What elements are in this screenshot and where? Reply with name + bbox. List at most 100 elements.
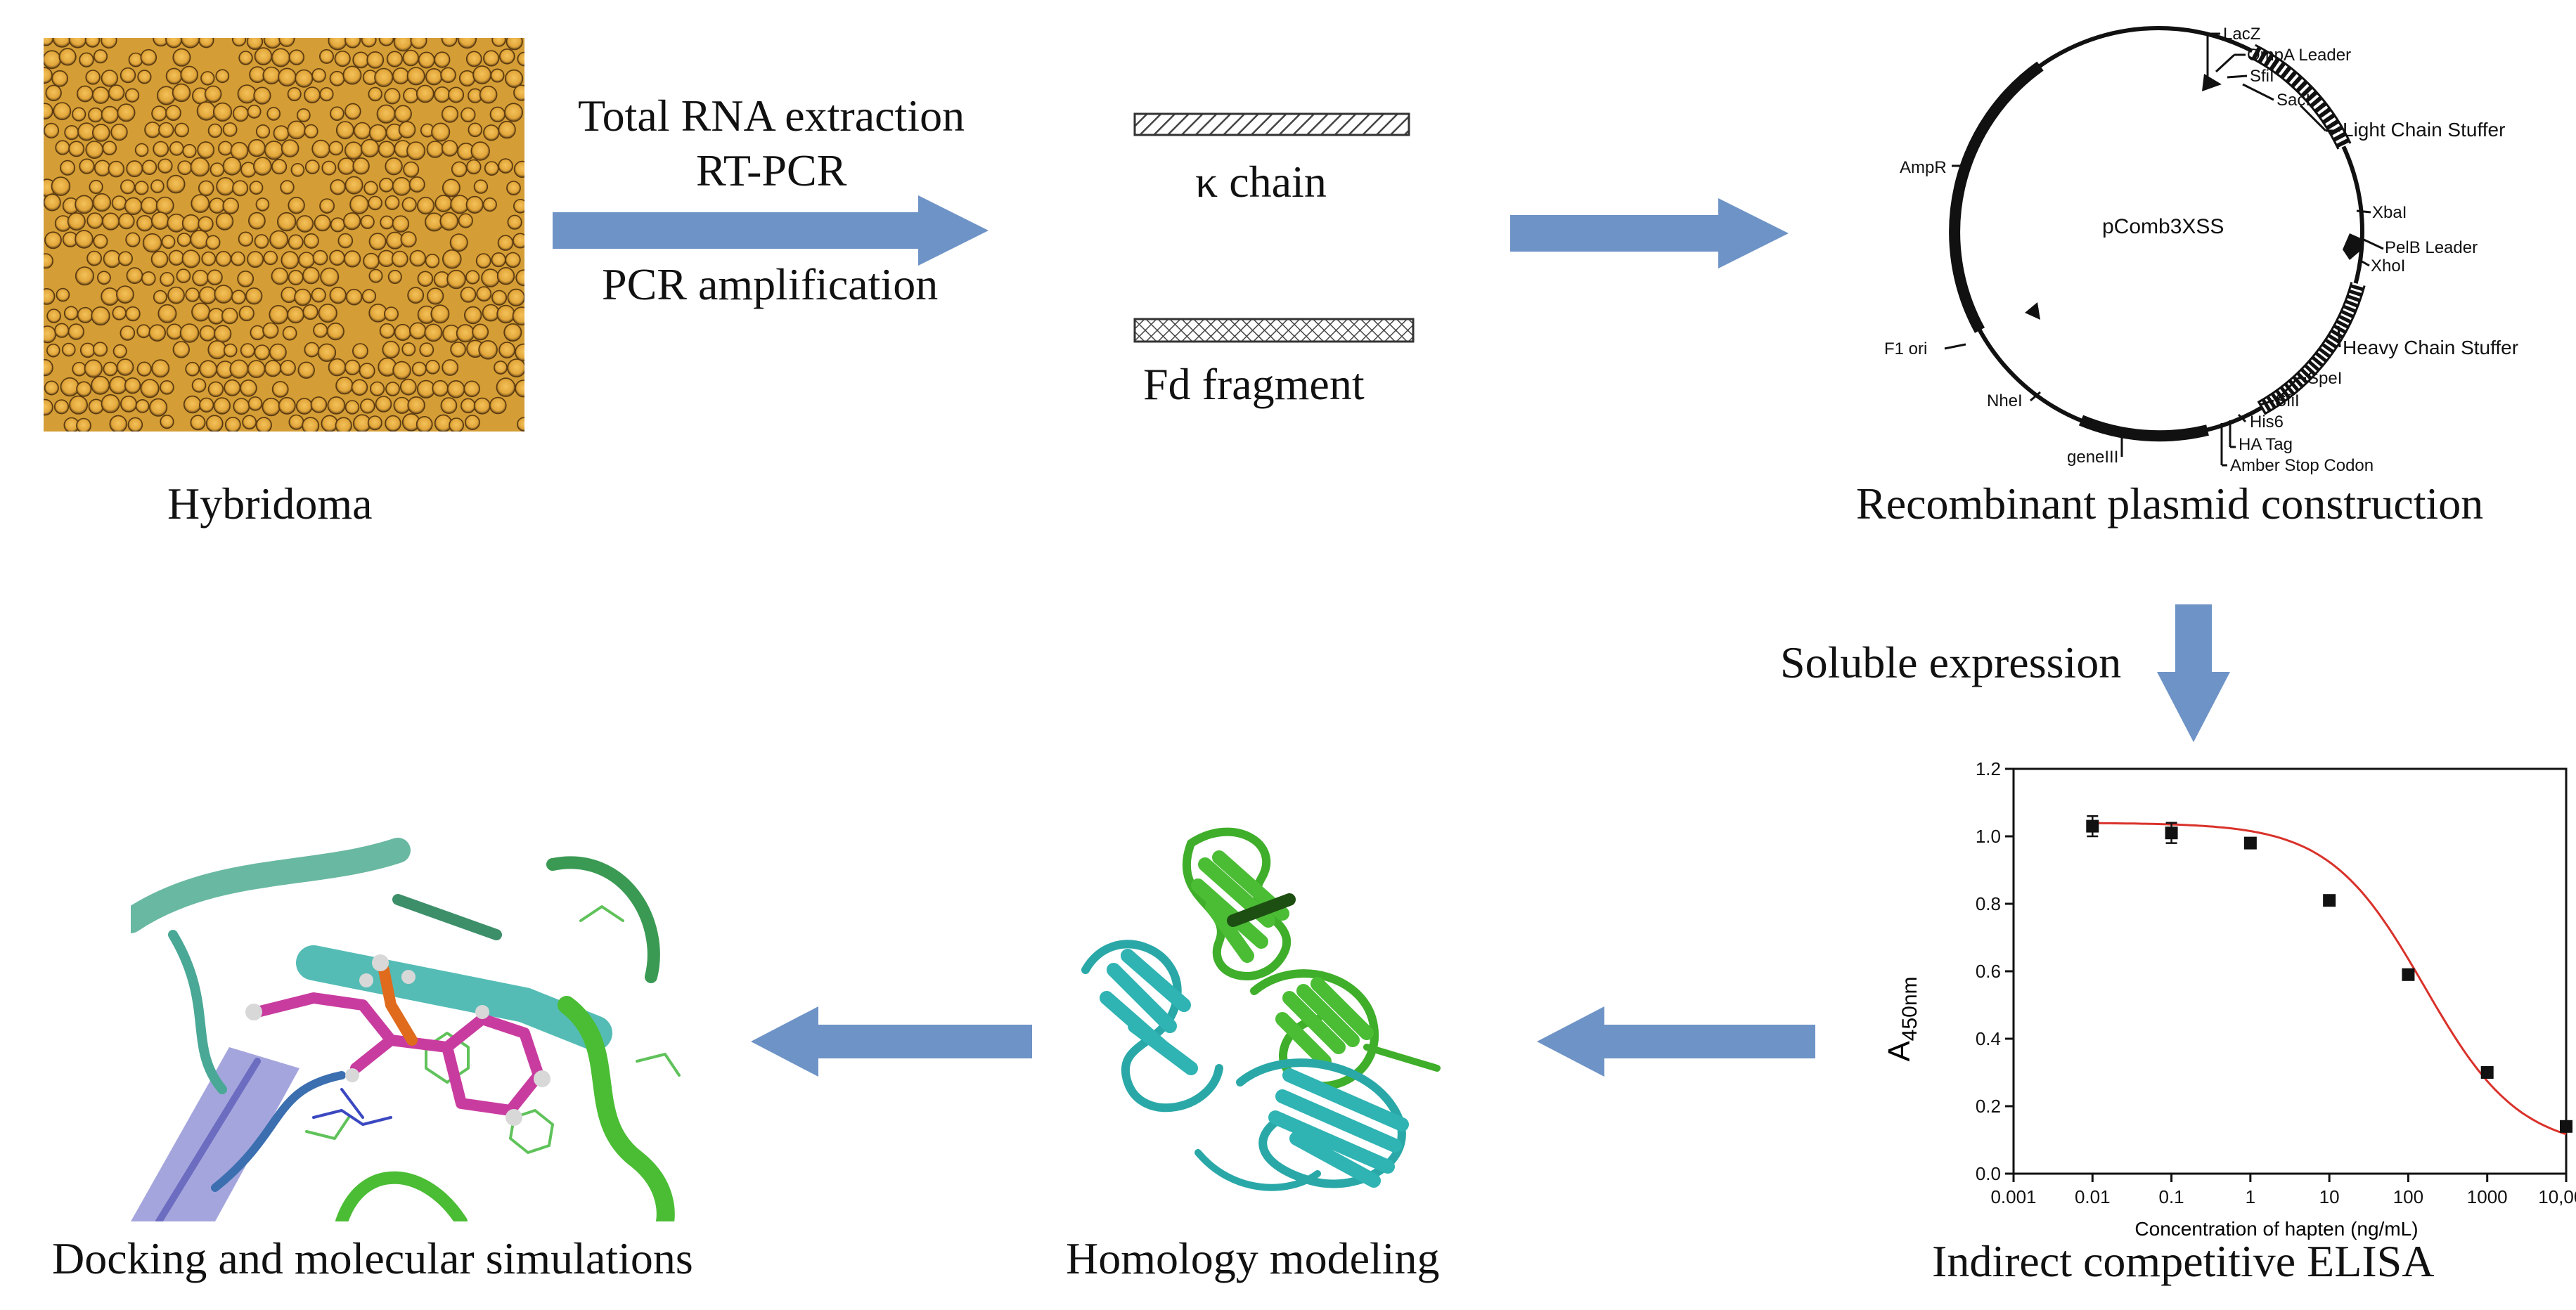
cell bbox=[425, 253, 440, 268]
cell bbox=[44, 103, 53, 119]
cell bbox=[310, 396, 328, 413]
cell bbox=[79, 158, 95, 174]
cell bbox=[313, 323, 328, 338]
cell bbox=[401, 197, 417, 212]
x-tick-label: 0.1 bbox=[2158, 1186, 2184, 1207]
cell bbox=[513, 199, 524, 214]
cell bbox=[101, 105, 119, 124]
cell bbox=[140, 197, 158, 215]
cell bbox=[86, 250, 103, 266]
cell bbox=[458, 213, 473, 228]
homology-modeling-label: Homology modeling bbox=[1066, 1233, 1440, 1283]
cell bbox=[360, 138, 380, 158]
cell bbox=[472, 65, 492, 84]
cell bbox=[237, 270, 255, 287]
cell bbox=[410, 38, 427, 49]
cell bbox=[387, 269, 402, 284]
cell bbox=[254, 47, 273, 65]
cell bbox=[198, 216, 214, 232]
cell bbox=[255, 417, 272, 432]
cell bbox=[517, 51, 524, 67]
cell bbox=[280, 360, 296, 376]
cell bbox=[151, 359, 170, 378]
cell bbox=[432, 380, 449, 397]
cell bbox=[376, 104, 396, 124]
cell bbox=[51, 70, 69, 87]
cell bbox=[431, 122, 451, 142]
cell bbox=[238, 51, 253, 65]
arrow-left-1 bbox=[1537, 1006, 1815, 1077]
cell bbox=[416, 84, 434, 103]
cell bbox=[465, 270, 480, 285]
cell bbox=[207, 381, 224, 397]
cell bbox=[88, 107, 103, 123]
cell bbox=[426, 141, 444, 158]
cell bbox=[44, 122, 60, 138]
cell bbox=[158, 122, 174, 138]
cell bbox=[75, 266, 94, 286]
cell bbox=[120, 179, 136, 195]
feature-his6: His6 bbox=[2250, 413, 2284, 432]
cell bbox=[247, 212, 266, 230]
cell bbox=[288, 49, 304, 65]
x-tick-label: 10 bbox=[2319, 1186, 2340, 1207]
plasmid-construction-label: Recombinant plasmid construction bbox=[1856, 479, 2484, 528]
cell bbox=[361, 289, 377, 304]
cell bbox=[327, 396, 346, 415]
cell bbox=[489, 106, 505, 123]
cell bbox=[400, 231, 417, 248]
cell bbox=[160, 271, 175, 287]
cell bbox=[375, 396, 392, 413]
cell bbox=[505, 252, 521, 268]
arrow-right-1 bbox=[553, 195, 988, 266]
cell bbox=[497, 235, 514, 251]
cell bbox=[342, 65, 362, 85]
cell bbox=[240, 343, 255, 358]
cell bbox=[218, 141, 233, 156]
y-axis-title: A450nm bbox=[1882, 976, 1921, 1061]
cell bbox=[456, 324, 475, 343]
cell bbox=[343, 212, 361, 231]
cell bbox=[328, 141, 344, 156]
cell bbox=[51, 176, 71, 196]
cell bbox=[157, 304, 177, 323]
cell bbox=[117, 251, 133, 266]
cell bbox=[85, 141, 104, 160]
arrow-left-2 bbox=[751, 1006, 1032, 1077]
cell bbox=[498, 120, 516, 139]
cell bbox=[450, 341, 466, 358]
cell bbox=[134, 143, 149, 157]
cell bbox=[424, 323, 443, 342]
docking-snapshot bbox=[131, 836, 714, 1221]
cell bbox=[174, 122, 189, 138]
cell bbox=[245, 287, 263, 305]
cell bbox=[517, 417, 524, 432]
cell bbox=[77, 306, 94, 323]
cell bbox=[302, 266, 320, 285]
cell bbox=[93, 233, 108, 249]
cell bbox=[321, 160, 337, 176]
cell bbox=[91, 306, 110, 326]
cell bbox=[151, 105, 167, 122]
cell bbox=[44, 193, 61, 212]
cell bbox=[190, 415, 206, 431]
cell bbox=[191, 194, 210, 214]
cell bbox=[363, 252, 380, 270]
cell bbox=[197, 141, 215, 159]
cell bbox=[63, 306, 79, 320]
cell bbox=[335, 377, 354, 395]
cell bbox=[112, 306, 127, 320]
rt-pcr-label: RT-PCR bbox=[696, 145, 847, 195]
cell bbox=[222, 122, 238, 137]
cell bbox=[366, 51, 385, 69]
feature-xbai: XbaI bbox=[2372, 203, 2407, 222]
cell bbox=[134, 181, 149, 195]
cell bbox=[408, 322, 427, 339]
cell bbox=[136, 361, 152, 377]
cell bbox=[506, 181, 521, 196]
cell bbox=[185, 361, 200, 377]
cell bbox=[125, 306, 141, 322]
cell bbox=[416, 416, 433, 432]
cell bbox=[278, 67, 297, 87]
cell bbox=[491, 290, 508, 306]
